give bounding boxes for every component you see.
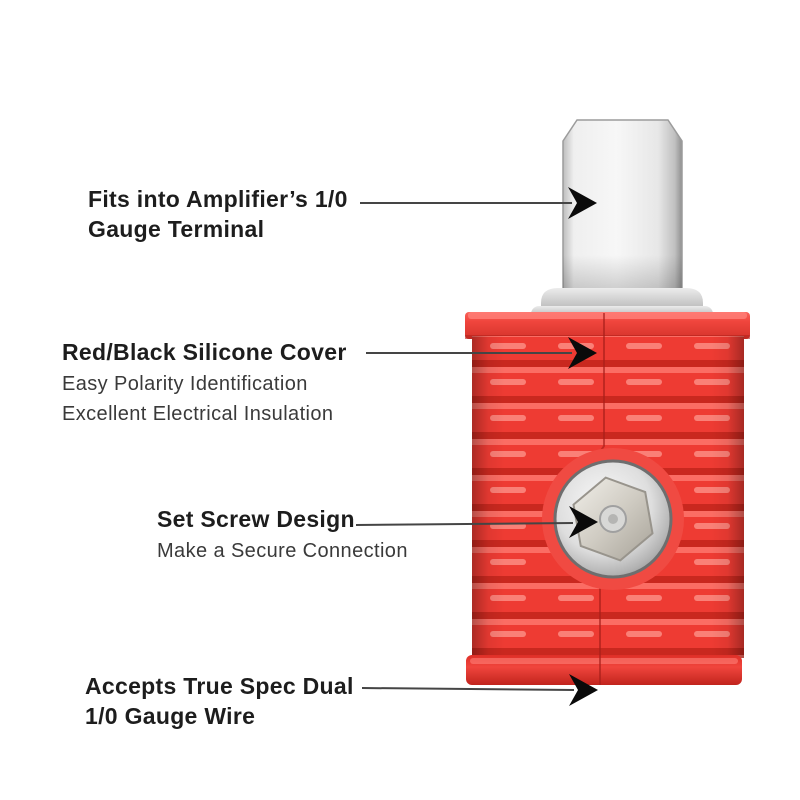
- arrowhead-screw-icon: [569, 506, 598, 538]
- callout-set-screw: Set Screw Design Make a Secure Connectio…: [157, 504, 408, 564]
- callout-subtitle-line: Make a Secure Connection: [157, 540, 408, 562]
- callout-title-line: Red/Black Silicone Cover: [62, 339, 347, 365]
- callout-subtitle-line: Easy Polarity Identification: [62, 373, 308, 395]
- arrowhead-cover-icon: [568, 337, 597, 369]
- silicone-cover-bottom-skirt: [466, 655, 742, 685]
- silicone-cover-top-flange: [465, 312, 750, 339]
- callout-title-line: Accepts True Spec Dual: [85, 673, 354, 699]
- callout-line-screw: [355, 522, 574, 526]
- callout-title-line: Gauge Terminal: [88, 216, 265, 242]
- callout-amplifier-terminal: Fits into Amplifier’s 1/0 Gauge Terminal: [88, 184, 348, 244]
- set-screw: [542, 448, 684, 590]
- callout-title-line: 1/0 Gauge Wire: [85, 703, 256, 729]
- terminal-blade: [562, 119, 683, 293]
- callout-silicone-cover: Red/Black Silicone Cover Easy Polarity I…: [62, 337, 347, 427]
- arrowhead-terminal-icon: [568, 187, 597, 219]
- callout-gauge-wire: Accepts True Spec Dual 1/0 Gauge Wire: [85, 671, 354, 731]
- arrowhead-wire-icon: [569, 674, 598, 706]
- callout-line-wire: [361, 687, 575, 691]
- callout-subtitle-line: Excellent Electrical Insulation: [62, 403, 334, 425]
- callout-title-line: Set Screw Design: [157, 506, 355, 532]
- callout-title-line: Fits into Amplifier’s 1/0: [88, 186, 348, 212]
